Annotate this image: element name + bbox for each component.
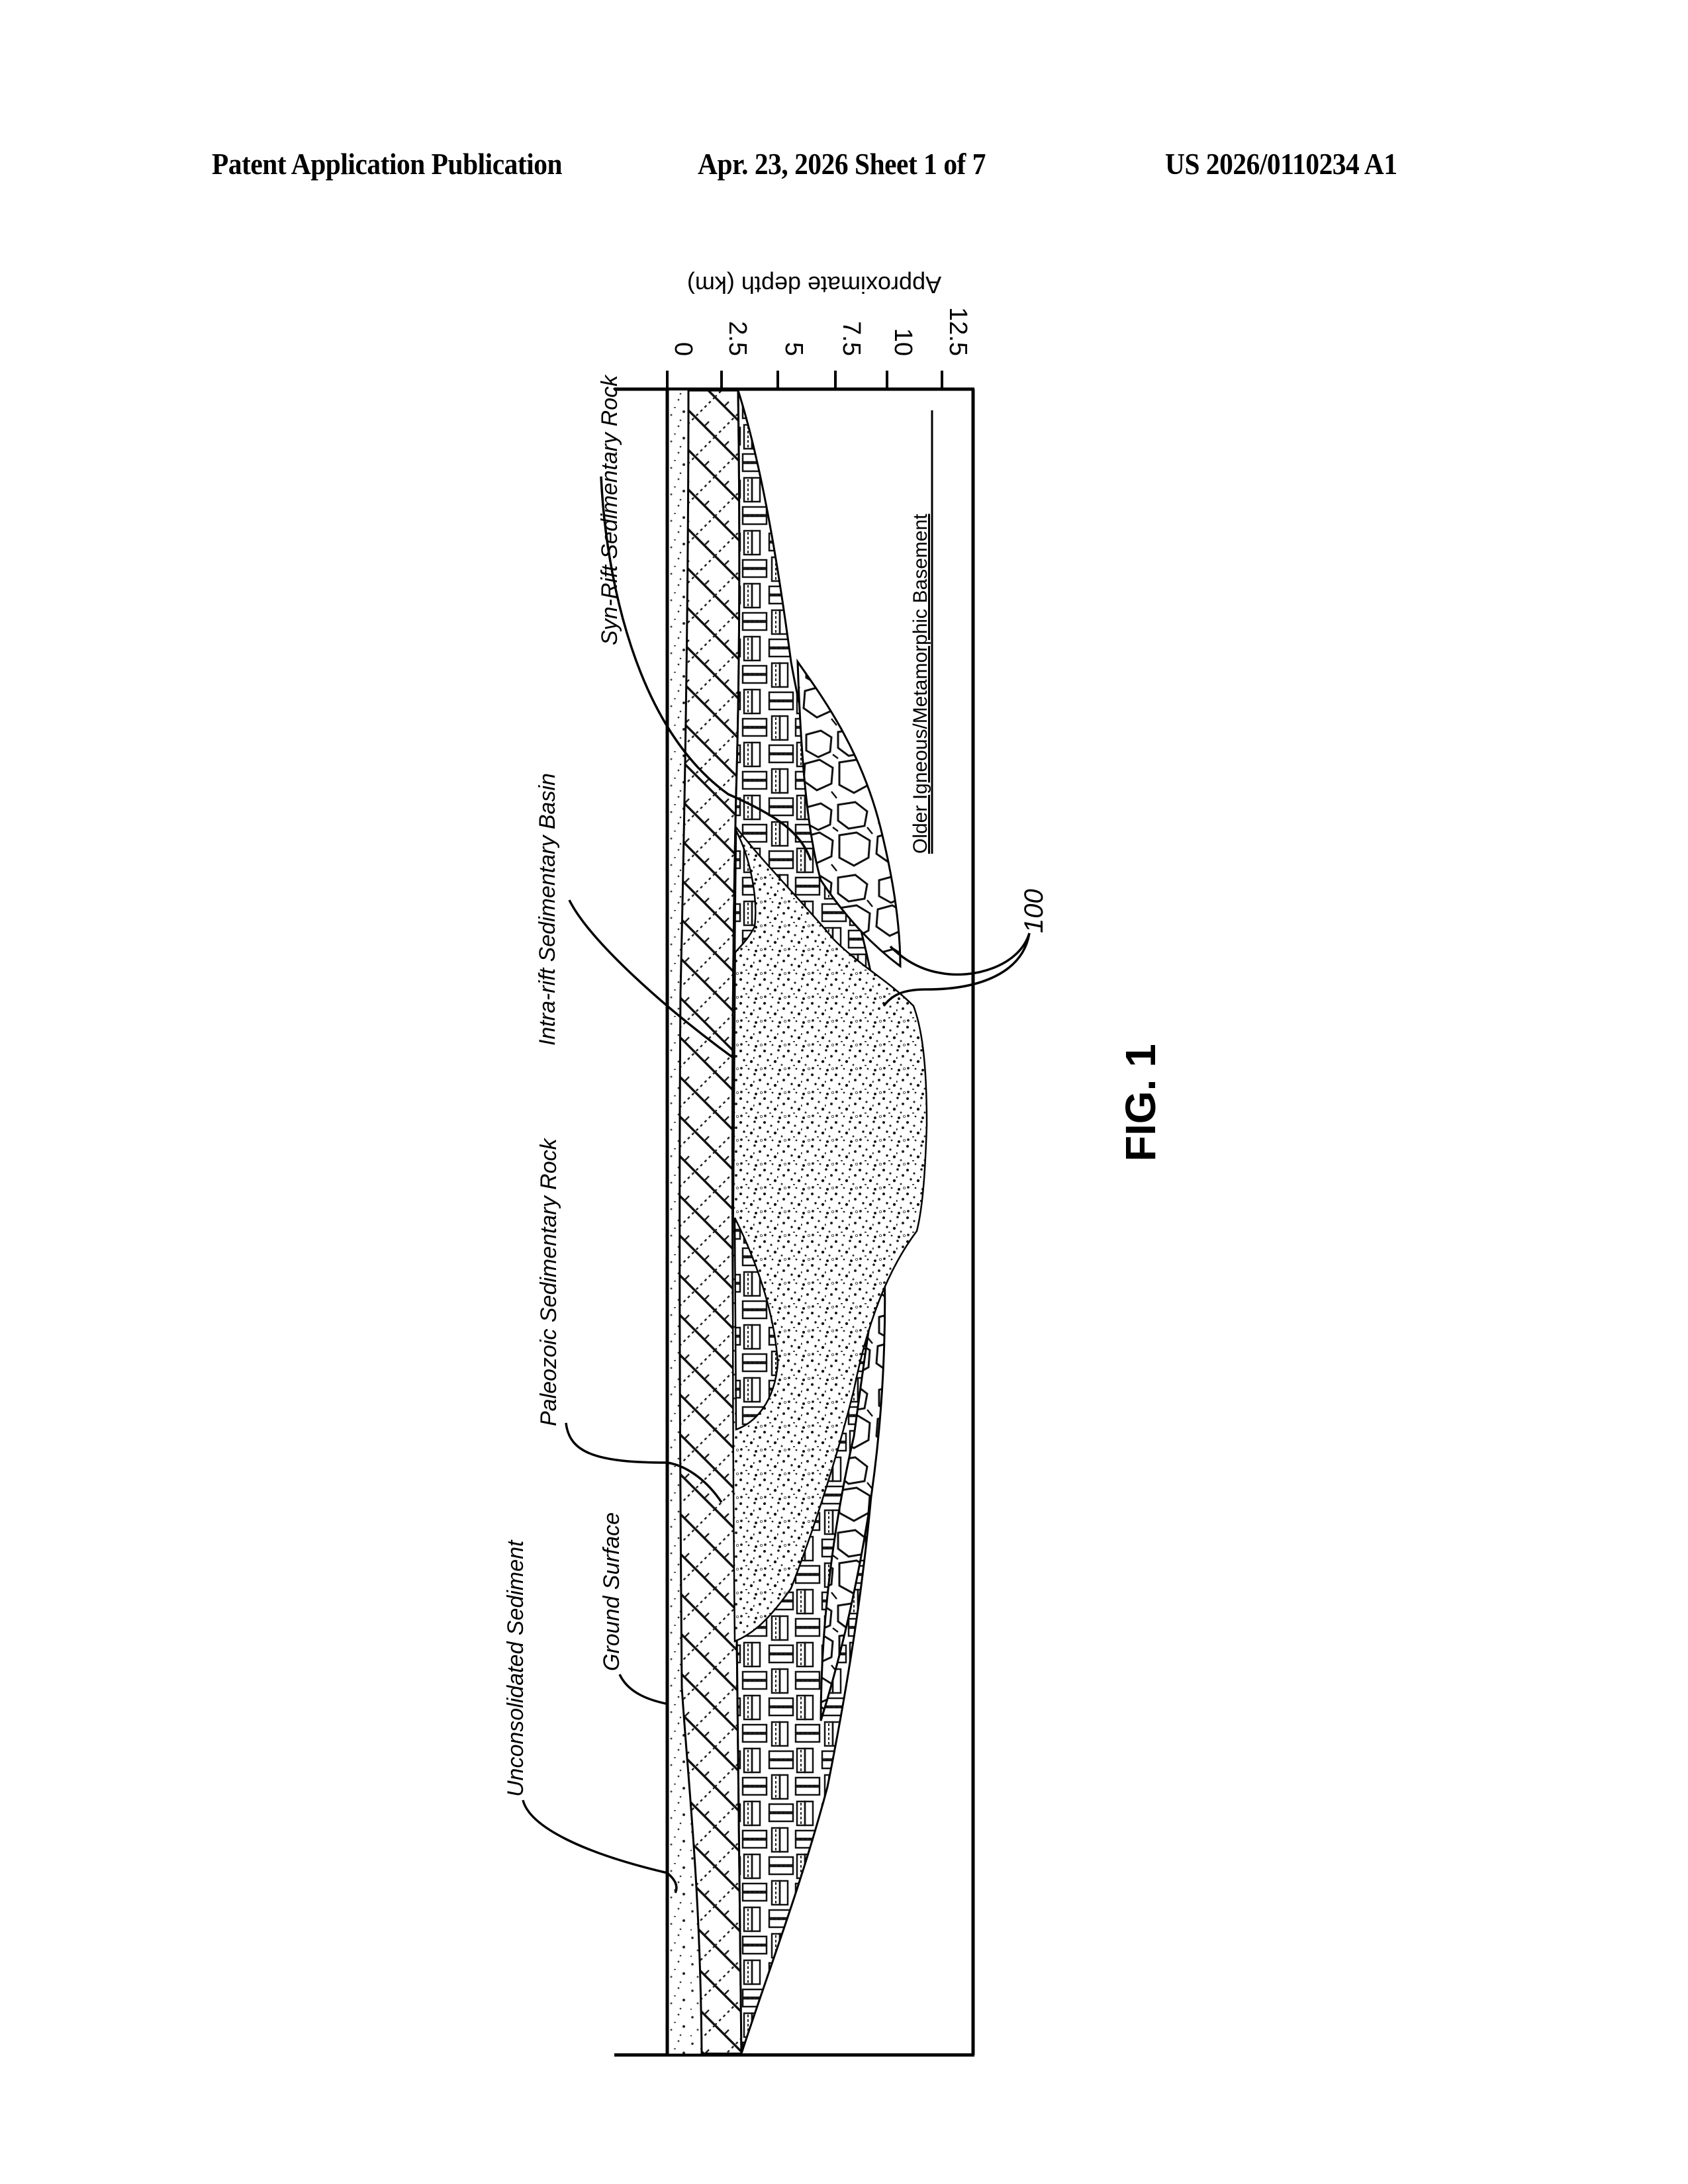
- tick-label-5: 5: [780, 342, 808, 356]
- label-syn-rift-sedimentary-rock: Syn-Rift Sedimentary Rock: [597, 374, 622, 645]
- leader-paleozoic: [565, 1422, 723, 1503]
- publication-type: Patent Application Publication: [212, 148, 563, 181]
- layer-conglomerate-lower: [820, 1244, 886, 1721]
- leader-100-b: [889, 933, 1031, 976]
- frame: [614, 389, 975, 2057]
- tick-label-2-5: 2.5: [724, 321, 751, 356]
- label-intra-rift-sedimentary-basin: Intra-rift Sedimentary Basin: [535, 773, 560, 1046]
- label-basement: Older Igneous/Metamorphic Basement: [910, 514, 931, 854]
- page-header: Patent Application Publication Apr. 23, …: [212, 147, 1470, 187]
- layer-intra-rift-sedimentary-basin: [731, 825, 928, 1643]
- leader-ground-surface: [618, 1674, 669, 1706]
- label-paleozoic-sedimentary-rock: Paleozoic Sedimentary Rock: [536, 1137, 561, 1426]
- leader-syn-rift: [600, 476, 812, 861]
- tick-label-10: 10: [889, 328, 917, 356]
- leader-unconsolidated: [522, 1799, 678, 1893]
- tick-label-7-5: 7.5: [837, 321, 865, 356]
- label-unconsolidated-sediment: Unconsolidated Sediment: [503, 1539, 528, 1797]
- leader-lines: [522, 476, 1031, 1893]
- tick-label-12-5: 12.5: [944, 307, 972, 356]
- layer-conglomerate-upper: [796, 659, 902, 969]
- syn-rift-lens-lower: [733, 1217, 779, 1431]
- reference-numeral-100: 100: [1019, 889, 1049, 933]
- leader-intra-rift: [568, 899, 736, 1060]
- axis-title: Approximate depth (km): [687, 271, 941, 298]
- layer-unconsolidated-sediment: [667, 390, 702, 2054]
- publication-date-sheet: Apr. 23, 2026 Sheet 1 of 7: [698, 148, 986, 181]
- depth-axis: 0 2.5 5 7.5 10 12.5 Approximate depth (k…: [614, 271, 974, 391]
- publication-number: US 2026/0110234 A1: [1165, 148, 1397, 181]
- tick-label-0: 0: [669, 342, 697, 356]
- label-ground-surface: Ground Surface: [599, 1512, 624, 1671]
- syn-rift-lens-upper: [733, 830, 757, 956]
- leader-100-a: [882, 933, 1031, 1007]
- figure-caption: FIG. 1: [1117, 1044, 1164, 1161]
